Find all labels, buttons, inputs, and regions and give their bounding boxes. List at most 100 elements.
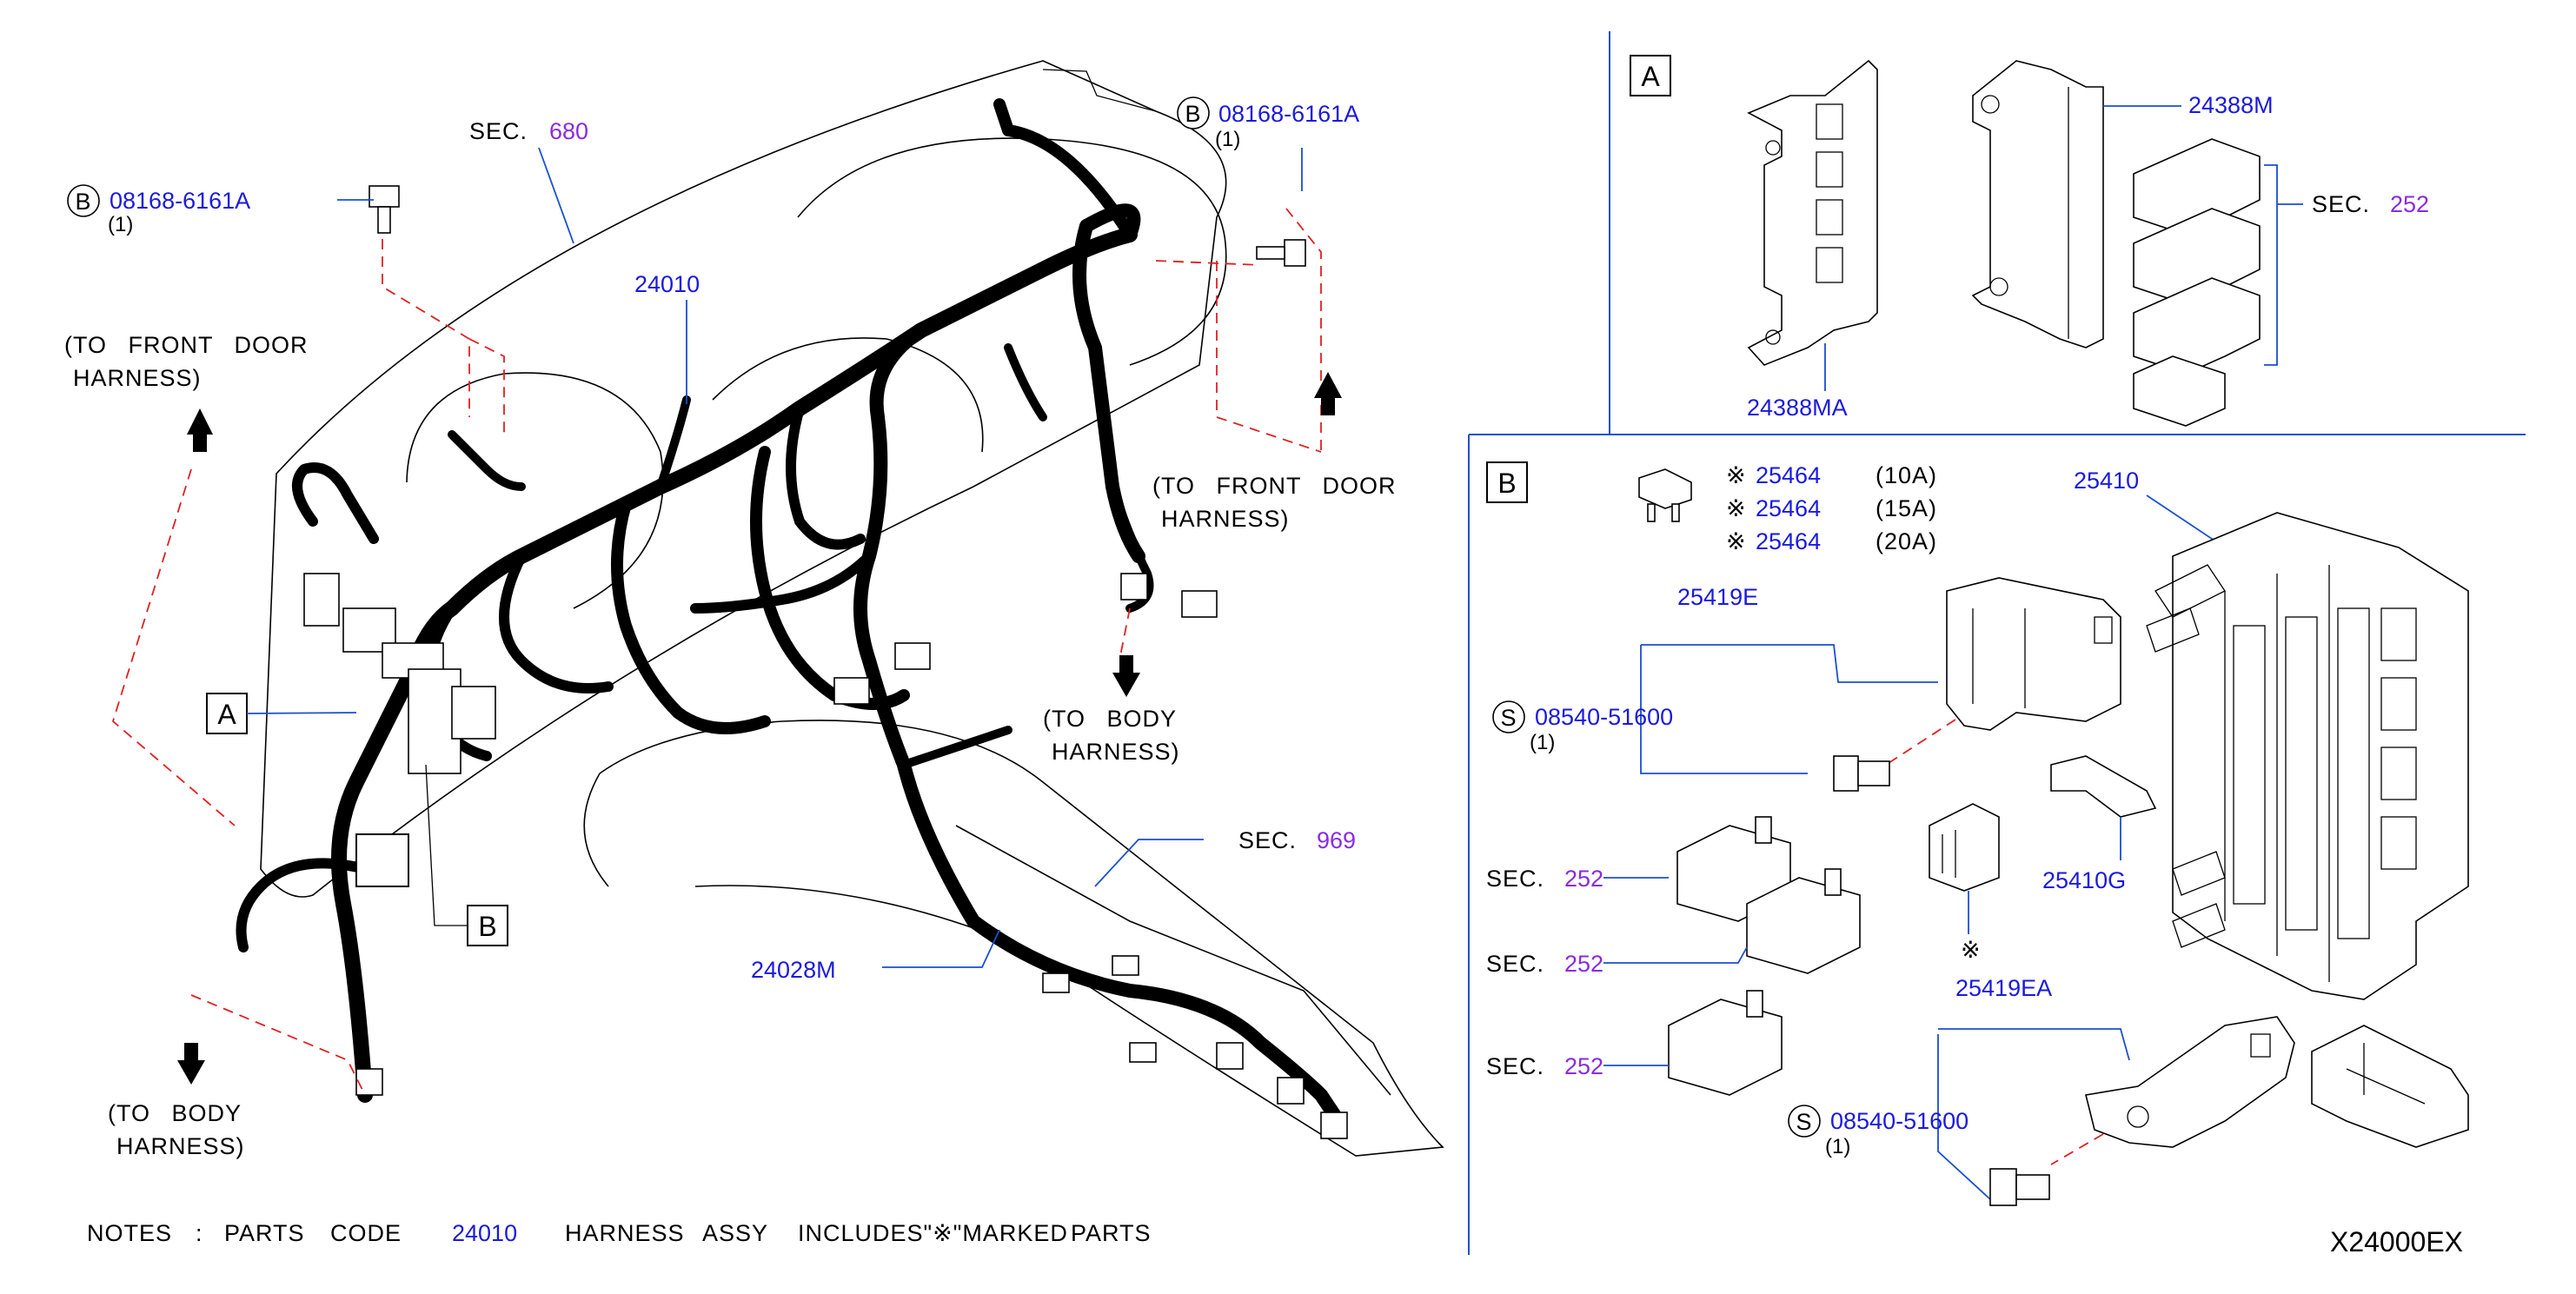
fuse-mark: ※ — [1726, 462, 1747, 488]
relay-sec-3: SEC. 252 — [1486, 1053, 1669, 1079]
fuse-row-15a: ※ 25464 (15A) — [1726, 495, 1937, 521]
bolt-right-icon — [1256, 239, 1306, 267]
part-number-08168-6161a: 08168-6161A — [110, 188, 250, 214]
panel-b: B ※ 25464 (10A) ※ 25464 (15A) ※ 25464 (2… — [1486, 461, 2469, 1258]
sec-680-number: 680 — [549, 118, 588, 144]
sec-label: SEC. — [1486, 951, 1544, 977]
notes-text3: HARNESS — [565, 1220, 685, 1246]
clip-mark: ※ — [1961, 937, 1982, 963]
relay-sec-1: SEC. 252 — [1486, 866, 1669, 892]
to-body-line2: HARNESS) — [116, 1133, 245, 1159]
screw-bottom-label: S 08540-51600 (1) — [1788, 1105, 1969, 1158]
bolt-qty: (1) — [1215, 128, 1240, 151]
relay-sec-number: 252 — [1564, 951, 1603, 977]
fuse-icon — [1638, 468, 1692, 522]
wire-harness — [236, 98, 1348, 1139]
arrow-up-right-icon — [1314, 372, 1342, 415]
notes-colon: : — [196, 1220, 203, 1246]
to-front-door-right: (TO FRONT DOOR HARNESS) — [1152, 473, 1397, 532]
bolt-mark: B — [1185, 101, 1201, 127]
notes-code: 24010 — [452, 1220, 517, 1246]
sec-label: SEC. — [1486, 866, 1544, 892]
bracket-24388ma-number: 24388MA — [1747, 395, 1848, 421]
sec-label: SEC. — [469, 118, 528, 144]
panel-a-title: A — [1641, 61, 1660, 92]
notes-text6: PARTS — [1071, 1220, 1152, 1246]
bolt-mark: B — [75, 189, 91, 215]
dashboard-outline — [260, 60, 1444, 1157]
notes-text1: PARTS — [224, 1220, 305, 1246]
bracket-24388m-icon — [1971, 60, 2104, 348]
sec-969-label: SEC. 969 — [1238, 827, 1356, 853]
notes-text4: ASSY — [702, 1220, 768, 1246]
to-body-line1: (TO BODY — [1043, 706, 1177, 732]
fuse-rating: (20A) — [1876, 528, 1937, 554]
to-body-right: (TO BODY HARNESS) — [1043, 706, 1180, 765]
diagram-code: X24000EX — [2330, 1226, 2463, 1258]
bracket-25419ea-number: 25419EA — [1955, 975, 2052, 1001]
bolt-left-icon — [368, 185, 400, 234]
fuse-row-20a: ※ 25464 (20A) — [1726, 528, 1937, 554]
fuse-row-10a: ※ 25464 (10A) — [1726, 462, 1937, 488]
to-front-door-left: (TO FRONT DOOR HARNESS) — [64, 332, 309, 391]
to-body-line1: (TO BODY — [108, 1100, 242, 1126]
relay-3-icon — [1668, 990, 1783, 1096]
screw-bottom-icon — [1989, 1168, 2050, 1206]
to-front-door-line2: HARNESS) — [73, 365, 202, 391]
harness-sub-number: 24028M — [751, 957, 836, 983]
to-front-door-line1: (TO FRONT DOOR — [64, 332, 309, 358]
sec-label: SEC. — [1238, 827, 1297, 853]
callout-a-label: A — [217, 699, 236, 730]
screw-part-number: 08540-51600 — [1830, 1108, 1969, 1134]
clip-25410g-number: 25410G — [2042, 867, 2126, 893]
main-leaders — [337, 147, 1303, 968]
arrow-down-right-icon — [1112, 655, 1140, 697]
notes-text5: INCLUDES"※"MARKED — [798, 1220, 1068, 1246]
fuse-block-number: 25410 — [2074, 468, 2139, 494]
relay-sec-number: 252 — [2390, 191, 2429, 217]
bracket-25419e-icon — [1946, 577, 2121, 731]
to-front-door-line2: HARNESS) — [1161, 506, 1290, 532]
relay-sec-number: 252 — [1564, 866, 1603, 892]
panel-dividers — [1468, 31, 2526, 1255]
arrow-up-left-icon — [187, 408, 213, 452]
bolt-top-right-label: B 08168-6161A (1) — [1177, 96, 1359, 151]
panel-b-title: B — [1497, 468, 1516, 499]
screw-mark: S — [1796, 1109, 1812, 1135]
bracket-24388ma-icon — [1747, 59, 1878, 366]
panel-a: A 24388MA 24388M — [1630, 55, 2429, 427]
clip-25410g-icon — [2050, 755, 2157, 818]
fuse-part-number: 25464 — [1756, 462, 1821, 488]
fuse-mark: ※ — [1726, 495, 1747, 521]
fuse-part-number: 25464 — [1756, 495, 1821, 521]
sec-680-label: SEC. 680 — [469, 118, 588, 144]
to-body-line2: HARNESS) — [1052, 739, 1180, 765]
relay-stack-icon — [2133, 138, 2261, 427]
relay-2-icon — [1746, 868, 1861, 974]
fuse-rating: (10A) — [1876, 462, 1937, 488]
notes-prefix: NOTES — [87, 1220, 172, 1246]
relay-sec-number: 252 — [1564, 1053, 1603, 1079]
harness-main-number: 24010 — [634, 271, 700, 297]
notes-text2: CODE — [330, 1220, 402, 1246]
callout-b-label: B — [478, 911, 496, 942]
callout-a-box: A — [206, 693, 357, 734]
notes-line: NOTES : PARTS CODE 24010 HARNESS ASSY IN… — [87, 1220, 1152, 1246]
relay-sec-label: SEC. — [2312, 191, 2370, 217]
bracket-25419e-number: 25419E — [1677, 584, 1758, 610]
fuse-part-number: 25464 — [1756, 528, 1821, 554]
bracket-25419ea-icon — [2085, 1016, 2295, 1148]
screw-part-number: 08540-51600 — [1535, 704, 1673, 730]
dashed-guides — [111, 208, 1322, 1096]
arrow-down-left-icon — [177, 1043, 205, 1085]
fuse-rating: (15A) — [1876, 495, 1937, 521]
screw-qty: (1) — [1530, 731, 1555, 754]
callout-b-box: B — [425, 764, 508, 946]
to-front-door-line1: (TO FRONT DOOR — [1152, 473, 1397, 499]
fuse-puller-icon — [1929, 803, 2000, 892]
connector-box-icon — [2311, 1025, 2469, 1148]
to-body-left: (TO BODY HARNESS) — [108, 1100, 245, 1159]
part-number-08168-6161a: 08168-6161A — [1218, 101, 1359, 127]
sec-label: SEC. — [1486, 1053, 1544, 1079]
